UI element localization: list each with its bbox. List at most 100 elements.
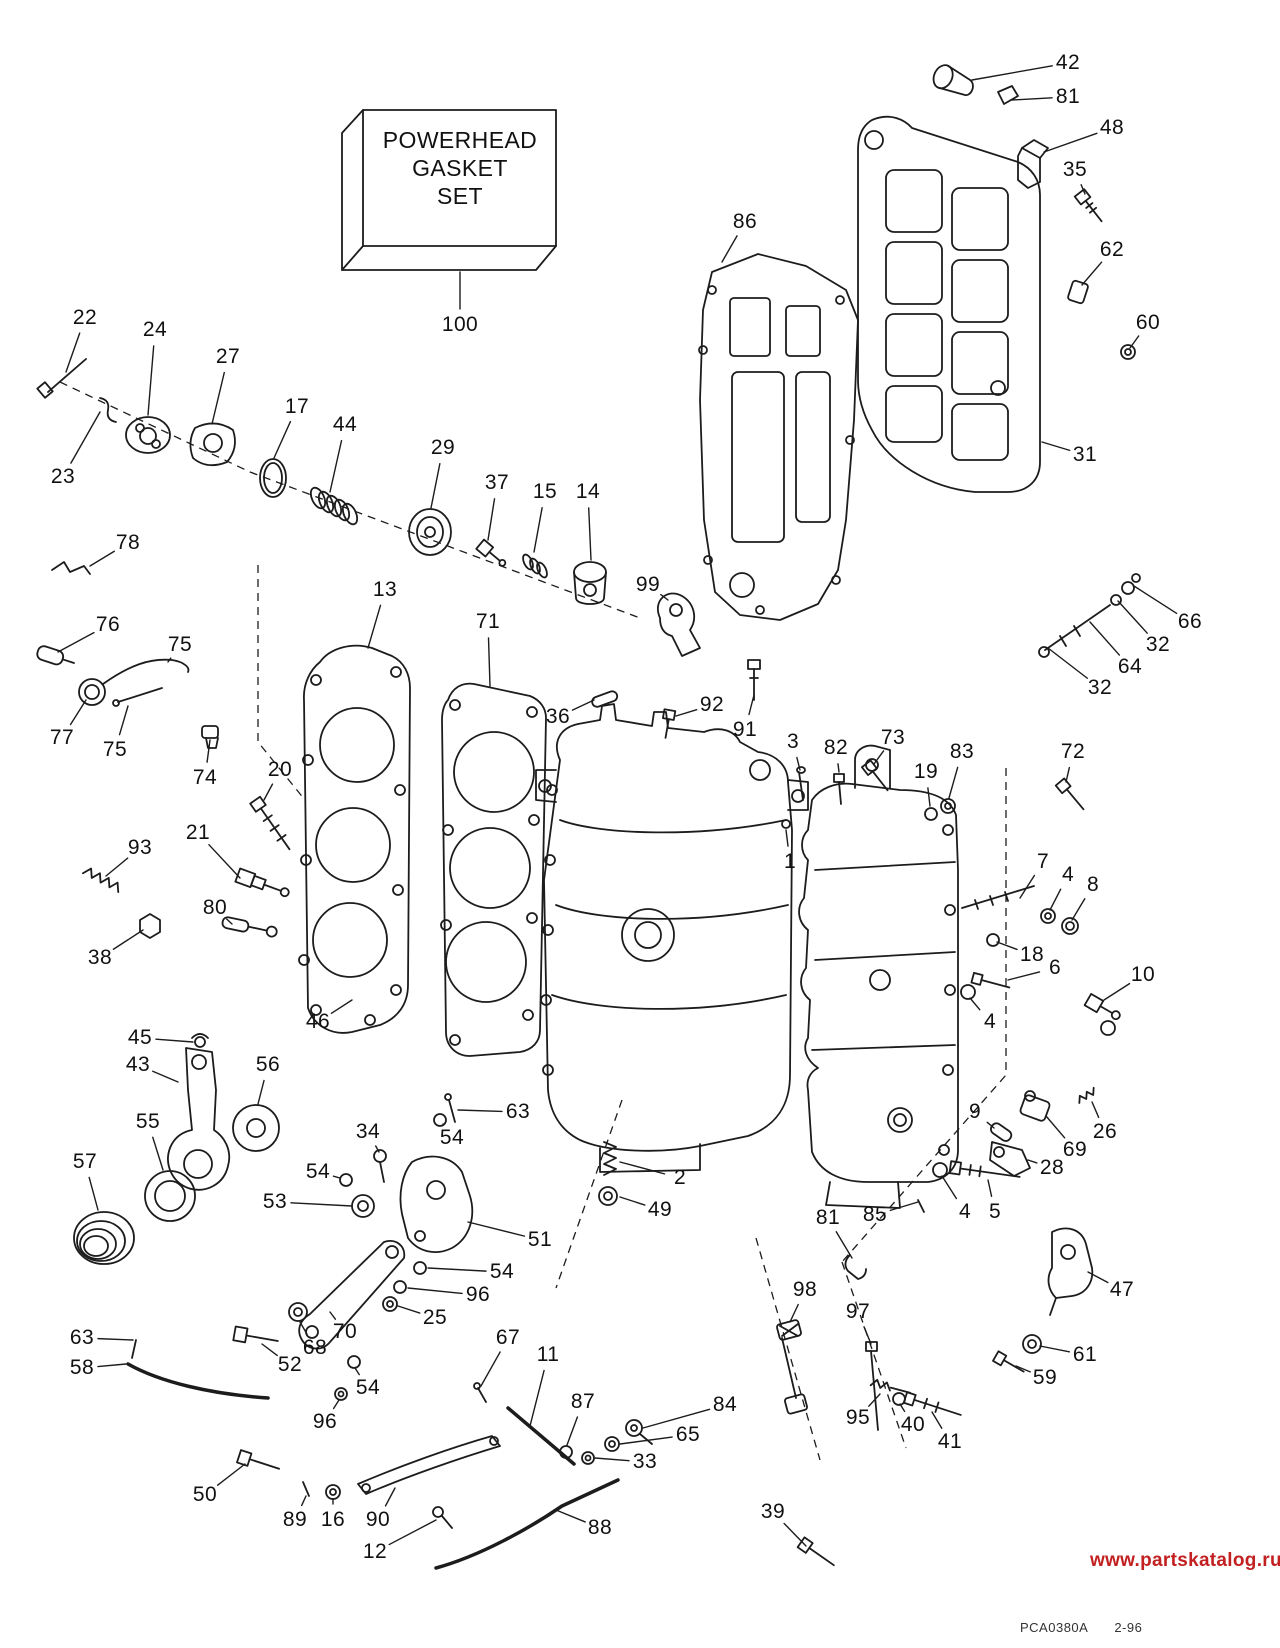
leader-line-56 (257, 1079, 265, 1105)
leader-line-5 (987, 1179, 993, 1198)
part-number-84: 84 (712, 1393, 738, 1416)
part-number-2: 2 (673, 1166, 687, 1189)
leader-line-85 (889, 1201, 919, 1212)
part-number-52: 52 (277, 1353, 303, 1376)
part-number-31: 31 (1072, 443, 1098, 466)
leader-line-86 (721, 235, 738, 263)
leader-lines (57, 65, 1178, 1547)
part-number-87: 87 (570, 1390, 596, 1413)
leader-line-99 (660, 593, 669, 601)
part-number-58: 58 (69, 1356, 95, 1379)
part-number-73: 73 (880, 726, 906, 749)
part-number-13: 13 (372, 578, 398, 601)
leader-line-81 (835, 1231, 853, 1259)
part-number-6: 6 (1048, 956, 1062, 979)
part-number-62: 62 (1099, 238, 1125, 261)
leader-line-61 (1039, 1345, 1071, 1353)
part-number-51: 51 (527, 1228, 553, 1251)
part-number-39: 39 (760, 1500, 786, 1523)
leader-line-25 (397, 1305, 421, 1314)
part-number-74: 74 (192, 766, 218, 789)
leader-line-24 (147, 345, 155, 416)
part-number-17: 17 (284, 395, 310, 418)
part-number-81: 81 (815, 1206, 841, 1229)
leader-line-31 (1041, 441, 1071, 452)
part-number-12: 12 (362, 1540, 388, 1563)
part-number-19: 19 (913, 760, 939, 783)
part-number-59: 59 (1032, 1366, 1058, 1389)
part-number-4: 4 (958, 1200, 972, 1223)
part-number-16: 16 (320, 1508, 346, 1531)
part-number-8: 8 (1086, 873, 1100, 896)
part-number-49: 49 (647, 1198, 673, 1221)
leader-line-47 (1087, 1271, 1109, 1284)
leader-line-71 (487, 637, 491, 687)
leader-line-53 (290, 1202, 353, 1207)
part-number-72: 72 (1060, 740, 1086, 763)
part-number-98: 98 (792, 1278, 818, 1301)
part-number-26: 26 (1092, 1120, 1118, 1143)
part-number-20: 20 (267, 758, 293, 781)
leader-line-87 (566, 1416, 579, 1446)
part-number-42: 42 (1055, 51, 1081, 74)
leader-line-29 (430, 462, 441, 509)
leader-line-12 (388, 1519, 437, 1546)
part-number-40: 40 (900, 1413, 926, 1436)
leader-line-7 (1019, 874, 1036, 899)
part-number-10: 10 (1130, 963, 1156, 986)
part-number-75: 75 (167, 633, 193, 656)
head-gasket (440, 682, 547, 1057)
leader-line-96 (407, 1287, 463, 1295)
leader-line-72 (1065, 766, 1071, 783)
drawing-date: 2-96 (1114, 1620, 1143, 1635)
part-number-70: 70 (332, 1320, 358, 1343)
part-number-47: 47 (1109, 1278, 1135, 1301)
part-number-86: 86 (732, 210, 758, 233)
leader-line-32 (1047, 647, 1089, 679)
leader-line-69 (1045, 1115, 1066, 1139)
part-number-34: 34 (355, 1120, 381, 1143)
part-number-96: 96 (465, 1283, 491, 1306)
gasket-set-label: POWERHEAD GASKET SET (366, 126, 554, 210)
leader-line-77 (69, 699, 87, 726)
leader-line-28 (1027, 1159, 1038, 1164)
part-number-63: 63 (505, 1100, 531, 1123)
leader-line-39 (783, 1522, 807, 1547)
dashed-guides (59, 381, 1007, 1461)
part-number-97: 97 (845, 1300, 871, 1323)
part-number-67: 67 (495, 1326, 521, 1349)
part-number-99: 99 (635, 573, 661, 596)
leader-line-49 (619, 1196, 646, 1206)
part-number-33: 33 (632, 1450, 658, 1473)
cylinder-block (535, 703, 809, 1173)
gasket-set-box (341, 109, 557, 271)
leader-line-92 (675, 708, 698, 717)
part-number-76: 76 (95, 613, 121, 636)
watermark: www.partskatalog.ru (1090, 1550, 1280, 1571)
leader-line-70 (329, 1311, 337, 1320)
leader-line-41 (931, 1411, 943, 1429)
part-number-81: 81 (1055, 85, 1081, 108)
leader-line-46 (330, 999, 353, 1015)
leader-line-17 (273, 420, 292, 459)
part-number-54: 54 (489, 1260, 515, 1283)
leader-line-59 (1015, 1365, 1031, 1373)
leader-line-64 (1089, 621, 1121, 656)
leader-line-84 (642, 1408, 711, 1429)
leader-line-96 (332, 1399, 340, 1410)
leader-line-50 (216, 1463, 246, 1486)
leader-line-75 (118, 705, 129, 736)
leader-line-36 (571, 699, 595, 711)
part-number-85: 85 (862, 1203, 888, 1226)
leader-line-67 (480, 1351, 501, 1387)
leader-line-13 (367, 604, 382, 649)
leader-line-58 (97, 1363, 127, 1368)
leader-line-18 (996, 941, 1018, 951)
leader-line-62 (1081, 261, 1103, 286)
part-number-22: 22 (72, 306, 98, 329)
part-number-3: 3 (786, 730, 800, 753)
leader-line-45 (155, 1038, 194, 1043)
part-number-4: 4 (983, 1010, 997, 1033)
